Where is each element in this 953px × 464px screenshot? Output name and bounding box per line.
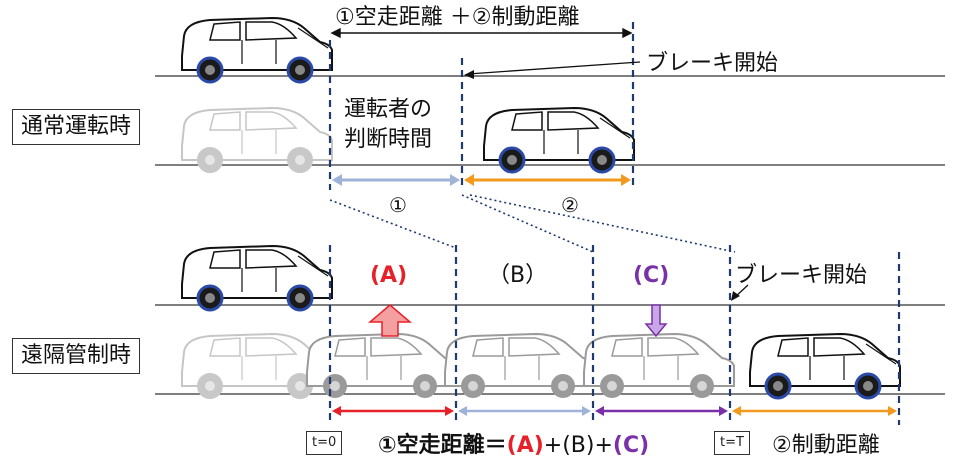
car-remote-mid-b — [444, 333, 596, 399]
formula-lhs: ①空走距離＝ — [378, 432, 507, 458]
arrow-c-purple — [595, 406, 728, 416]
brake-pointer-normal — [467, 61, 641, 75]
dotted-connector-2 — [461, 194, 594, 253]
segment-b-label: （B） — [488, 263, 547, 288]
car-remote-top — [180, 244, 334, 312]
t-end-label: t=T — [714, 431, 750, 455]
mode-label-normal: 通常運転時 — [12, 109, 141, 145]
brake-pointer-remote-head — [731, 291, 740, 301]
formula: ①空走距離＝(A)+(B)+(C) — [378, 432, 649, 458]
brake-pointer-normal-head — [464, 70, 474, 79]
brake-start-label-remote: ブレーキ開始 — [735, 263, 867, 288]
reaction-time-line1: 運転者の — [344, 97, 432, 122]
segment-c-label: (C) — [633, 263, 669, 288]
segment-a-label: (A) — [370, 263, 407, 288]
marker-2-label: ② — [561, 193, 579, 217]
formula-c: (C) — [613, 433, 649, 458]
arrow-b-blue — [458, 406, 591, 416]
arrow-2-orange — [464, 174, 631, 186]
car-normal-ghost — [181, 107, 333, 173]
t-zero-label: t=0 — [306, 431, 343, 455]
header-arrow-right-head — [622, 27, 633, 39]
car-remote-stopped — [748, 332, 902, 400]
arrow-1-blue — [332, 174, 460, 186]
formula-a: (A) — [507, 433, 544, 458]
distance-header: ①空走距離 ＋②制動距離 — [335, 5, 579, 30]
car-normal-stopped — [482, 106, 636, 174]
marker-1-label: ① — [389, 193, 407, 217]
arrow-braking-orange — [732, 406, 897, 416]
braking-distance-label: ②制動距離 — [772, 433, 880, 458]
formula-plus: +(B)+ — [544, 433, 613, 458]
car-remote-mid-c — [583, 333, 735, 399]
car-normal-top — [180, 16, 334, 84]
reaction-time-line2: 判断時間 — [344, 127, 432, 152]
down-arrow-icon — [644, 304, 668, 338]
dotted-connector-3 — [469, 194, 736, 253]
brake-start-label-normal: ブレーキ開始 — [646, 51, 778, 76]
arrow-a-red — [332, 406, 454, 416]
mode-label-remote: 遠隔管制時 — [12, 338, 141, 374]
up-arrow-icon — [367, 304, 413, 337]
header-arrow-left-head — [330, 27, 341, 39]
